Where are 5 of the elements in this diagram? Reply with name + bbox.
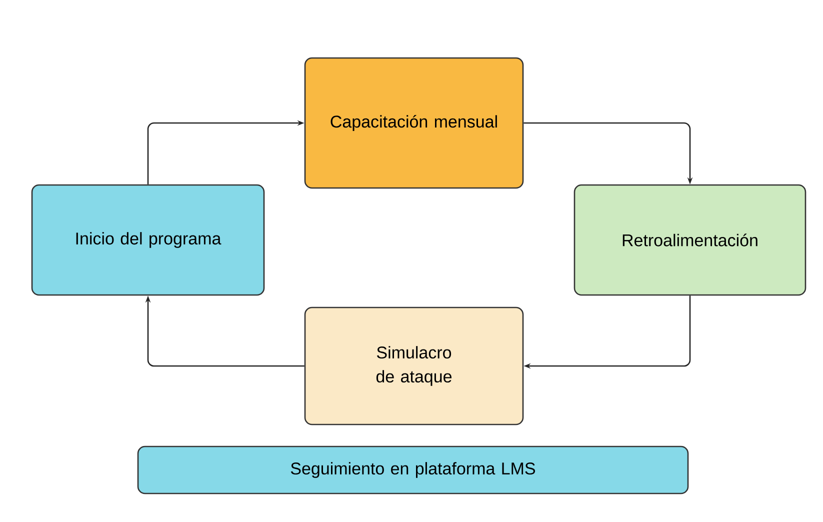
process-box: Retroalimentación: [574, 184, 806, 296]
process-box: Simulacro de ataque: [304, 306, 524, 426]
process-box: Inicio del programa: [31, 184, 265, 296]
process-box: Capacitación mensual: [304, 57, 524, 189]
process-box: Seguimiento en plataforma LMS: [137, 446, 689, 494]
